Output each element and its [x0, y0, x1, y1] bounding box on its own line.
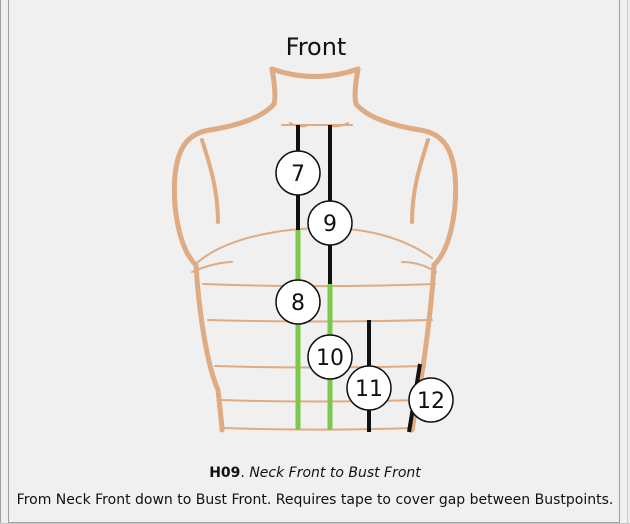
- measurement-badge-9[interactable]: 9: [307, 200, 353, 246]
- arm-creases: [200, 138, 430, 224]
- measurement-name: Neck Front to Bust Front: [249, 465, 421, 481]
- figure-title: Front: [286, 33, 347, 61]
- badge-label: 11: [355, 377, 383, 402]
- window-right-border: [627, 0, 630, 524]
- measurement-badge-12[interactable]: 12: [408, 377, 454, 423]
- figure-panel: [8, 0, 620, 523]
- badge-label: 8: [291, 291, 305, 316]
- torso-diagram: Front 7 9 8: [171, 33, 459, 433]
- measurement-code: H09: [209, 465, 241, 481]
- badge-label: 7: [291, 162, 305, 187]
- badge-label: 10: [316, 346, 344, 371]
- measurement-description: From Neck Front down to Bust Front. Requ…: [16, 492, 614, 508]
- measurement-caption: H09. Neck Front to Bust Front: [0, 465, 630, 481]
- window-left-border: [0, 0, 1, 524]
- measurement-badge-7[interactable]: 7: [275, 150, 321, 196]
- measurement-badge-10[interactable]: 10: [307, 334, 353, 380]
- measurement-badge-8[interactable]: 8: [275, 279, 321, 325]
- badge-label: 12: [417, 389, 445, 414]
- caption-separator: .: [240, 465, 245, 481]
- measurement-badge-11[interactable]: 11: [346, 365, 392, 411]
- badge-label: 9: [323, 212, 337, 237]
